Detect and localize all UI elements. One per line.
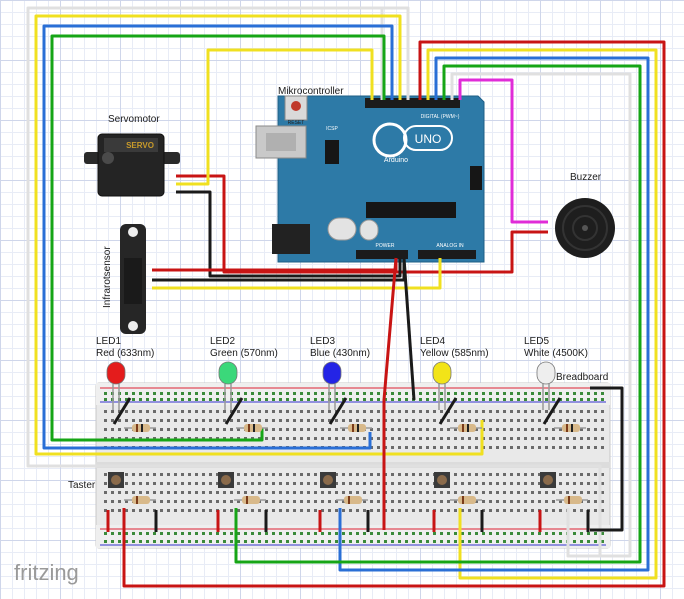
resistor-led-3 bbox=[340, 424, 372, 432]
mikrocontroller-label: Mikrocontroller bbox=[278, 86, 344, 97]
push-button-4 bbox=[432, 472, 484, 532]
led-4 bbox=[432, 361, 482, 432]
push-button-2 bbox=[216, 472, 268, 532]
led-desc-4: Yellow (585nm) bbox=[420, 348, 489, 359]
led-label-3: LED3 bbox=[310, 336, 335, 347]
resistor-led-4 bbox=[450, 424, 482, 432]
infrared-sensor bbox=[120, 224, 146, 334]
buzzer bbox=[555, 198, 615, 258]
led-5 bbox=[536, 361, 586, 432]
wire-blue-right bbox=[338, 56, 650, 572]
breadboard-label: Breadboard bbox=[556, 372, 608, 383]
arduino-uno-board: UNO Arduino RESET ICSP DIGITAL (PWM~) PO… bbox=[255, 95, 485, 263]
servo-motor: SERVO bbox=[84, 133, 180, 197]
wire-yellow-right bbox=[426, 48, 658, 580]
reset-label: RESET bbox=[288, 120, 305, 126]
analog-header-label: ANALOG IN bbox=[436, 243, 464, 249]
resistor-button-1 bbox=[124, 496, 156, 504]
led-gnd-wire-3 bbox=[328, 397, 348, 425]
wire-white-outer bbox=[380, 6, 408, 100]
resistor-button-2 bbox=[234, 496, 266, 504]
led-desc-3: Blue (430nm) bbox=[310, 348, 370, 359]
led-2 bbox=[218, 361, 268, 432]
led-1 bbox=[106, 361, 156, 432]
wire-white-right bbox=[450, 72, 632, 558]
digital-header-label: DIGITAL (PWM~) bbox=[421, 114, 460, 120]
led-gnd-wire-5 bbox=[542, 397, 562, 425]
taster-label: Taster bbox=[68, 480, 96, 491]
wire-yellow-sensor bbox=[152, 258, 442, 290]
resistor-led-1 bbox=[124, 424, 156, 432]
resistor-button-3 bbox=[336, 496, 368, 504]
led-label-1: LED1 bbox=[96, 336, 121, 347]
wire-magenta-buzzer bbox=[458, 78, 548, 224]
led-gnd-wire-1 bbox=[112, 397, 132, 425]
icsp-label: ICSP bbox=[326, 126, 338, 132]
led-gnd-wire-2 bbox=[224, 397, 244, 425]
wire-white-loop bbox=[26, 6, 602, 556]
power-header-label: POWER bbox=[376, 243, 395, 249]
wire-red-buzzer bbox=[176, 174, 548, 274]
wire-red-5v bbox=[382, 257, 398, 530]
push-button-5 bbox=[538, 472, 590, 532]
led-label-2: LED2 bbox=[210, 336, 235, 347]
arduino-brand-text: Arduino bbox=[384, 157, 408, 164]
wire-black-rail bbox=[590, 386, 624, 532]
resistor-led-2 bbox=[236, 424, 268, 432]
wire-harness bbox=[26, 6, 666, 588]
wire-green-loop bbox=[50, 34, 386, 442]
push-button-3 bbox=[318, 472, 370, 532]
led-desc-1: Red (633nm) bbox=[96, 348, 154, 359]
wire-green-right bbox=[234, 64, 642, 564]
resistor-button-4 bbox=[450, 496, 482, 504]
wire-black-servo bbox=[176, 190, 402, 278]
resistor-led-5 bbox=[554, 424, 586, 432]
wire-yellow-servo bbox=[176, 48, 374, 186]
wire-red-loop bbox=[122, 40, 666, 588]
resistor-button-5 bbox=[556, 496, 588, 504]
led-label-4: LED4 bbox=[420, 336, 445, 347]
reset-button bbox=[291, 101, 301, 111]
led-desc-5: White (4500K) bbox=[524, 348, 588, 359]
arduino-logo-text: UNO bbox=[415, 132, 442, 146]
buzzer-label: Buzzer bbox=[570, 172, 602, 183]
led-label-5: LED5 bbox=[524, 336, 549, 347]
wire-blue-loop bbox=[42, 24, 394, 450]
led-3 bbox=[322, 361, 372, 432]
led-gnd-wire-4 bbox=[438, 397, 458, 425]
labels: Mikrocontroller Servomotor Infrarotsenso… bbox=[14, 86, 608, 585]
servo-brand-text: SERVO bbox=[126, 141, 154, 150]
wire-black-gnd bbox=[402, 257, 416, 401]
fritzing-logo: fritzing bbox=[14, 560, 79, 585]
servomotor-label: Servomotor bbox=[108, 114, 160, 125]
led-desc-2: Green (570nm) bbox=[210, 348, 278, 359]
push-button-1 bbox=[106, 472, 158, 532]
wire-yellow-loop bbox=[34, 14, 484, 456]
infrarotsensor-label: Infrarotsensor bbox=[102, 246, 113, 308]
